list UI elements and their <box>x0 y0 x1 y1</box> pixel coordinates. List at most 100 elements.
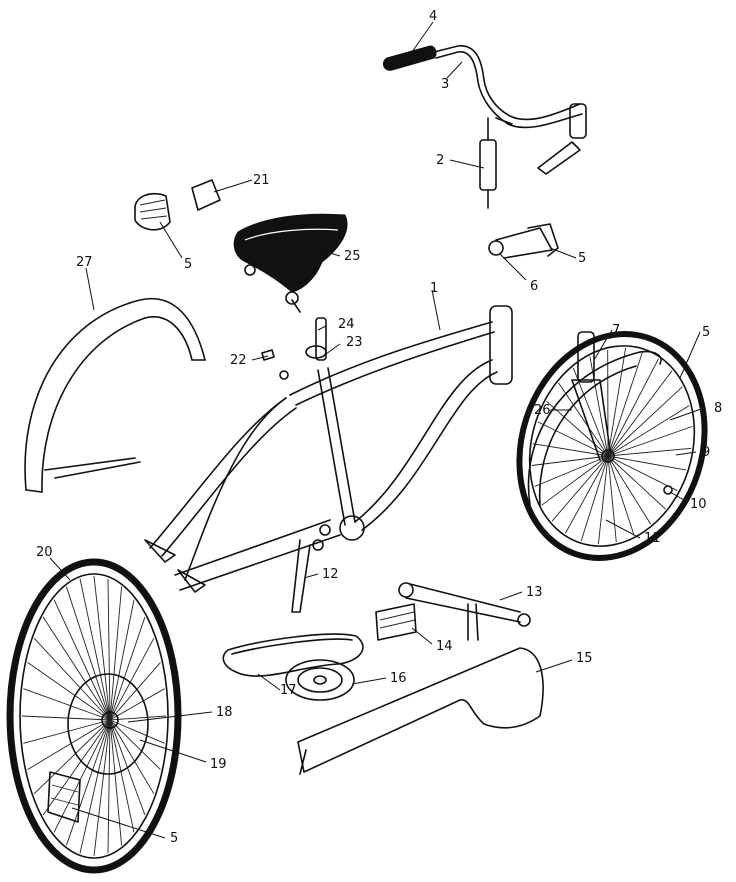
spoke <box>109 599 135 721</box>
spoke <box>33 637 111 721</box>
label-wheel-reflector: 5 <box>170 831 178 846</box>
crank-and-pedal <box>375 582 531 641</box>
front-fender <box>527 350 662 506</box>
spoke <box>109 688 165 721</box>
spoke <box>42 719 111 816</box>
spoke <box>109 719 123 846</box>
reflector-bracket <box>488 223 559 259</box>
rear-fender <box>24 297 206 493</box>
kickstand <box>291 539 324 613</box>
spoke <box>607 405 690 457</box>
spoke <box>107 578 111 721</box>
spoke <box>21 715 111 721</box>
spoke <box>109 719 165 744</box>
label-rear-hub: 18 <box>216 705 233 720</box>
spoke <box>23 688 111 721</box>
spoke <box>607 447 692 457</box>
spoke <box>93 575 111 721</box>
leader-lines <box>49 21 705 839</box>
label-stem: 2 <box>436 153 444 168</box>
spoke <box>541 455 609 506</box>
label-handlebar: 3 <box>441 77 449 92</box>
spoke <box>607 426 693 457</box>
spoke <box>607 358 659 457</box>
sprocket <box>285 659 355 701</box>
spoke <box>27 719 111 770</box>
label-reflector-bracket: 6 <box>530 279 538 294</box>
part-labels: 4 3 2 21 5 25 27 1 5 6 24 23 22 7 5 26 8… <box>36 9 722 846</box>
label-front-rim: 9 <box>702 445 710 460</box>
spoke <box>109 616 146 721</box>
spoke <box>109 719 155 795</box>
spoke <box>53 599 111 721</box>
label-rear-spoke: 19 <box>210 757 227 772</box>
label-plate: 21 <box>253 173 270 188</box>
label-fork: 7 <box>612 323 620 338</box>
spoke <box>531 455 609 466</box>
spoke <box>109 719 135 833</box>
spoke <box>79 719 111 854</box>
label-sprocket: 16 <box>390 671 407 686</box>
spoke <box>93 719 111 857</box>
spoke <box>65 719 111 846</box>
spoke <box>107 719 111 854</box>
label-crank: 13 <box>526 585 543 600</box>
spoke <box>607 455 617 543</box>
label-grip: 4 <box>429 9 437 24</box>
label-frame: 1 <box>430 281 438 296</box>
label-front-hub: 11 <box>644 531 661 546</box>
plate <box>191 179 221 211</box>
spoke <box>607 386 683 457</box>
label-rear-reflector: 5 <box>184 257 192 272</box>
spoke <box>607 370 673 457</box>
label-saddle: 25 <box>344 249 361 264</box>
spoke <box>109 586 123 721</box>
handlebar-assembly <box>382 45 587 209</box>
spoke <box>42 616 111 721</box>
spoke <box>597 455 609 545</box>
spoke <box>551 455 609 522</box>
spoke <box>79 578 111 721</box>
label-front-reflector: 5 <box>702 325 710 340</box>
spoke <box>580 455 609 542</box>
spoke <box>607 347 627 457</box>
spoke <box>607 455 652 525</box>
spoke <box>607 455 687 471</box>
label-kickstand: 12 <box>322 567 339 582</box>
seat-post-assembly <box>261 317 327 380</box>
spoke <box>23 719 111 744</box>
spoke <box>607 455 678 492</box>
frame <box>144 305 513 593</box>
spoke <box>532 443 609 457</box>
spoke <box>109 637 155 721</box>
label-clamp-bolt: 22 <box>230 353 247 368</box>
spoke <box>534 455 609 487</box>
label-front-spoke: 8 <box>714 401 722 416</box>
spoke <box>27 662 111 721</box>
label-axle-nut: 10 <box>690 497 707 512</box>
spoke <box>65 586 111 721</box>
label-chain-guard: 15 <box>576 651 593 666</box>
spoke <box>109 662 161 721</box>
label-front-fender: 26 <box>534 403 551 418</box>
label-pedal: 14 <box>436 639 453 654</box>
spoke <box>589 356 609 457</box>
label-seat-post: 24 <box>338 317 355 332</box>
spoke <box>109 719 161 770</box>
spoke <box>607 455 635 536</box>
spoke <box>109 715 167 721</box>
spoke <box>572 367 609 457</box>
label-chain: 17 <box>280 683 297 698</box>
chain <box>222 633 364 677</box>
label-rear-fender: 27 <box>76 255 93 270</box>
spoke <box>565 455 609 534</box>
rear-reflector <box>134 192 171 231</box>
label-bracket-reflector: 5 <box>578 251 586 266</box>
spoke <box>607 455 666 510</box>
label-rear-wheel: 20 <box>36 545 53 560</box>
saddle <box>233 213 348 313</box>
spoke <box>607 350 644 457</box>
front-wheel <box>516 331 708 561</box>
